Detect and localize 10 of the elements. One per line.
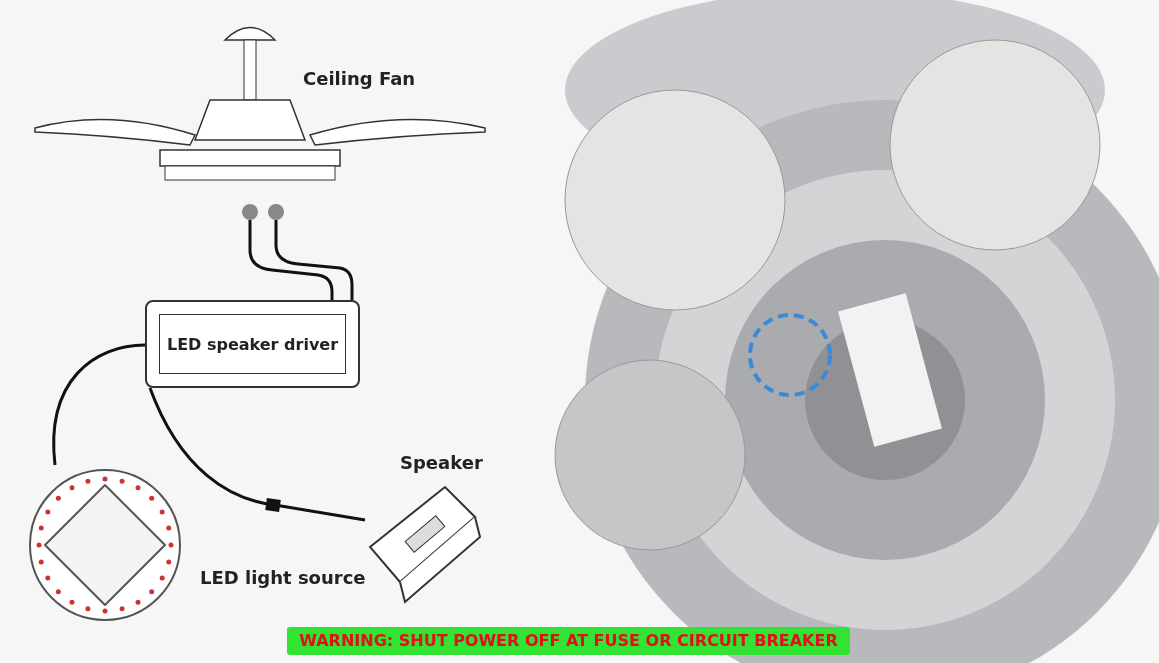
wire	[274, 220, 354, 300]
component-label: LED speaker driver	[166, 334, 339, 354]
component-label: Speaker	[400, 452, 483, 473]
wire	[148, 387, 366, 522]
component-label: LED light source	[200, 567, 366, 588]
driver-box	[145, 300, 360, 388]
component-label: Ceiling Fan	[303, 68, 416, 89]
wire	[248, 220, 334, 300]
warning-banner: WARNING: SHUT POWER OFF AT FUSE OR CIRCUIT BREAKER	[287, 627, 850, 655]
wire	[52, 343, 146, 466]
